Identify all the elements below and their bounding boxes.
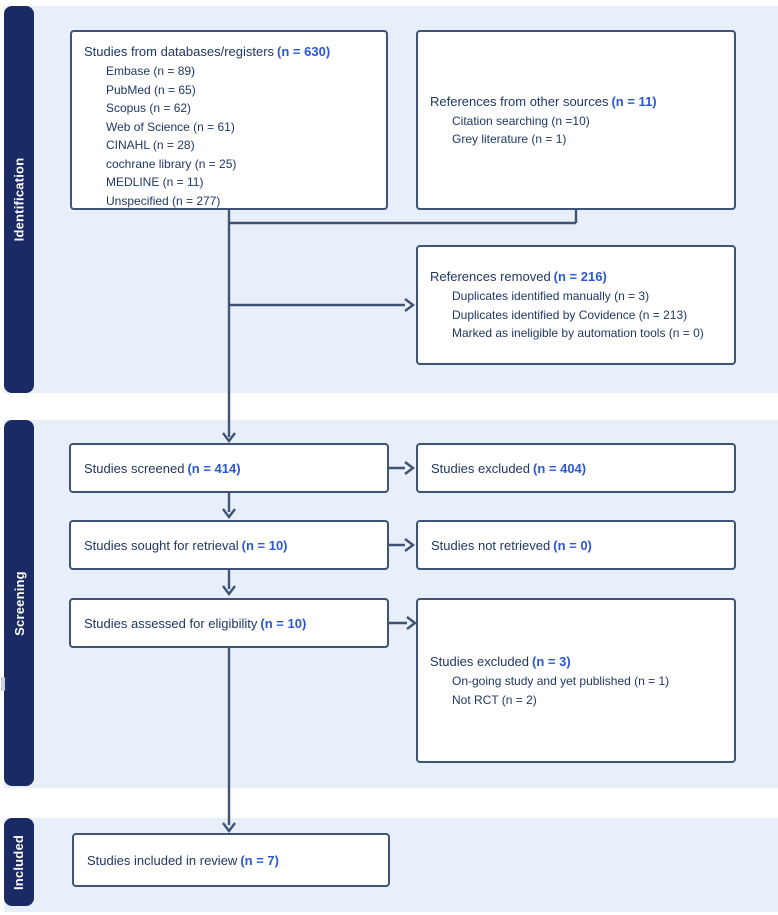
box-databases-count: (n = 630) (277, 44, 331, 59)
box-studies-not-retrieved-count: (n = 0) (553, 537, 592, 553)
box-other-sources-count: (n = 11) (611, 93, 657, 109)
box-studies-excluded-eligibility-count: (n = 3) (532, 654, 571, 669)
list-item: Not RCT (n = 2) (452, 692, 537, 707)
box-other-sources-title: References from other sources (430, 93, 609, 109)
box-studies-included: Studies included in review(n = 7) (72, 833, 390, 887)
box-references-removed-items: Duplicates identified manually (n = 3) D… (430, 287, 726, 343)
list-item: Web of Science (n = 61) (106, 119, 235, 134)
box-databases-items: Embase (n = 89) PubMed (n = 65) Scopus (… (84, 62, 376, 210)
stray-mark (1, 677, 5, 691)
box-other-sources: References from other sources(n = 11) Ci… (416, 30, 736, 210)
list-item: PubMed (n = 65) (106, 82, 196, 97)
sidebar-identification: Identification (4, 6, 34, 393)
list-item: Marked as ineligible by automation tools… (452, 326, 704, 341)
box-studies-sought-title: Studies sought for retrieval (84, 537, 239, 553)
box-studies-excluded-screening: Studies excluded(n = 404) (416, 443, 736, 493)
box-databases-title-line: Studies from databases/registers(n = 630… (84, 42, 376, 62)
box-studies-excluded-eligibility-title-line: Studies excluded(n = 3) (430, 652, 726, 672)
list-item: Embase (n = 89) (106, 64, 196, 78)
box-studies-screened-count: (n = 414) (187, 460, 241, 476)
box-studies-not-retrieved: Studies not retrieved(n = 0) (416, 520, 736, 570)
sidebar-identification-label: Identification (11, 157, 27, 242)
box-studies-assessed-count: (n = 10) (260, 615, 307, 631)
list-item: Citation searching (n =10) (452, 113, 590, 128)
box-studies-sought: Studies sought for retrieval(n = 10) (69, 520, 389, 570)
box-studies-included-title: Studies included in review (87, 852, 238, 868)
box-studies-excluded-eligibility-items: On-going study and yet published (n = 1)… (430, 672, 726, 709)
list-item: Unspecified (n = 277) (106, 193, 221, 208)
box-studies-screened: Studies screened(n = 414) (69, 443, 389, 493)
sidebar-included: Included (4, 818, 34, 906)
box-studies-screened-title: Studies screened (84, 460, 185, 476)
box-databases-title: Studies from databases/registers (84, 44, 275, 59)
box-studies-included-count: (n = 7) (240, 852, 279, 868)
box-studies-assessed-title: Studies assessed for eligibility (84, 615, 258, 631)
box-studies-excluded-eligibility: Studies excluded(n = 3) On-going study a… (416, 598, 736, 763)
list-item: Grey literature (n = 1) (452, 132, 567, 146)
list-item: cochrane library (n = 25) (106, 156, 237, 171)
box-studies-excluded-screening-count: (n = 404) (533, 460, 587, 476)
box-references-removed-count: (n = 216) (553, 269, 607, 285)
list-item: Duplicates identified by Covidence (n = … (452, 307, 688, 322)
list-item: CINAHL (n = 28) (106, 138, 195, 152)
box-other-sources-items: Citation searching (n =10) Grey literatu… (430, 112, 726, 149)
list-item: Duplicates identified manually (n = 3) (452, 289, 650, 304)
sidebar-screening-label: Screening (11, 570, 27, 636)
list-item: Scopus (n = 62) (106, 101, 192, 115)
box-references-removed-title-line: References removed(n = 216) (430, 267, 726, 287)
box-databases: Studies from databases/registers(n = 630… (70, 30, 388, 210)
sidebar-screening: Screening (4, 420, 34, 786)
sidebar-included-label: Included (11, 834, 27, 890)
list-item: MEDLINE (n = 11) (106, 175, 204, 189)
box-other-sources-title-line: References from other sources(n = 11) (430, 92, 726, 112)
box-studies-excluded-eligibility-title: Studies excluded (430, 654, 530, 669)
box-studies-sought-count: (n = 10) (241, 537, 288, 553)
box-studies-excluded-screening-title: Studies excluded (431, 460, 531, 476)
box-studies-not-retrieved-title: Studies not retrieved (431, 537, 551, 553)
box-references-removed-title: References removed (430, 269, 551, 285)
box-references-removed: References removed(n = 216) Duplicates i… (416, 245, 736, 365)
box-studies-assessed: Studies assessed for eligibility(n = 10) (69, 598, 389, 648)
list-item: On-going study and yet published (n = 1) (452, 674, 670, 688)
